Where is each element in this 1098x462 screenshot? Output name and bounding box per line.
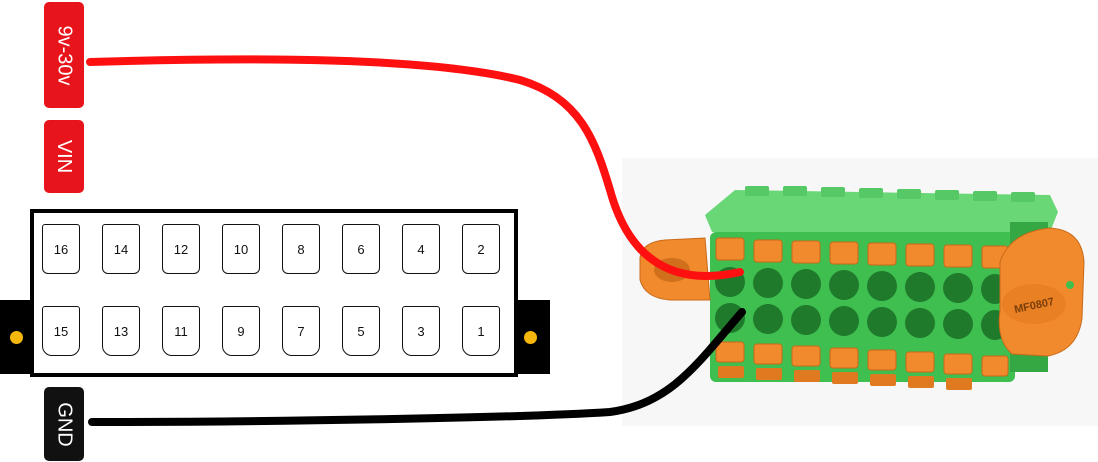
pin: 13: [102, 306, 140, 356]
pin: 4: [402, 224, 440, 274]
pin: 11: [162, 306, 200, 356]
vin-label: VIN: [44, 120, 84, 193]
ground-wire: [88, 308, 746, 426]
release-buttons-top: [715, 237, 1009, 269]
release-buttons-bottom: [715, 341, 1009, 377]
wire-entries-top: [715, 267, 1009, 304]
right-latch-face: [1002, 284, 1066, 324]
pin: 9: [222, 306, 260, 356]
pin: 12: [162, 224, 200, 274]
pin: 16: [42, 224, 80, 274]
pin: 15: [42, 306, 80, 356]
pin-header-outline: 16 14 12 10 8 6 4 2 15 13 11 9 7 5 3 1: [30, 209, 518, 377]
pin: 2: [462, 224, 500, 274]
pin: 5: [342, 306, 380, 356]
pin: 14: [102, 224, 140, 274]
right-mount-hole: [524, 331, 537, 344]
pin: 7: [282, 306, 320, 356]
voltage-range-label: 9v-30v: [44, 2, 84, 108]
pin: 3: [402, 306, 440, 356]
gnd-label: GND: [44, 387, 84, 461]
pin: 1: [462, 306, 500, 356]
terminal-block-connector: MF0807: [639, 186, 1085, 390]
power-wire: [86, 55, 744, 280]
connector-top-surface: [705, 190, 1058, 232]
connector-front-face: [710, 232, 1015, 382]
left-mount-hole: [10, 331, 23, 344]
pin: 10: [222, 224, 260, 274]
right-latch-indicator: [1066, 281, 1074, 289]
pin: 8: [282, 224, 320, 274]
pin: 6: [342, 224, 380, 274]
release-buttons-bottom-lower: [718, 366, 972, 390]
wire-entries-bottom: [715, 303, 1009, 340]
